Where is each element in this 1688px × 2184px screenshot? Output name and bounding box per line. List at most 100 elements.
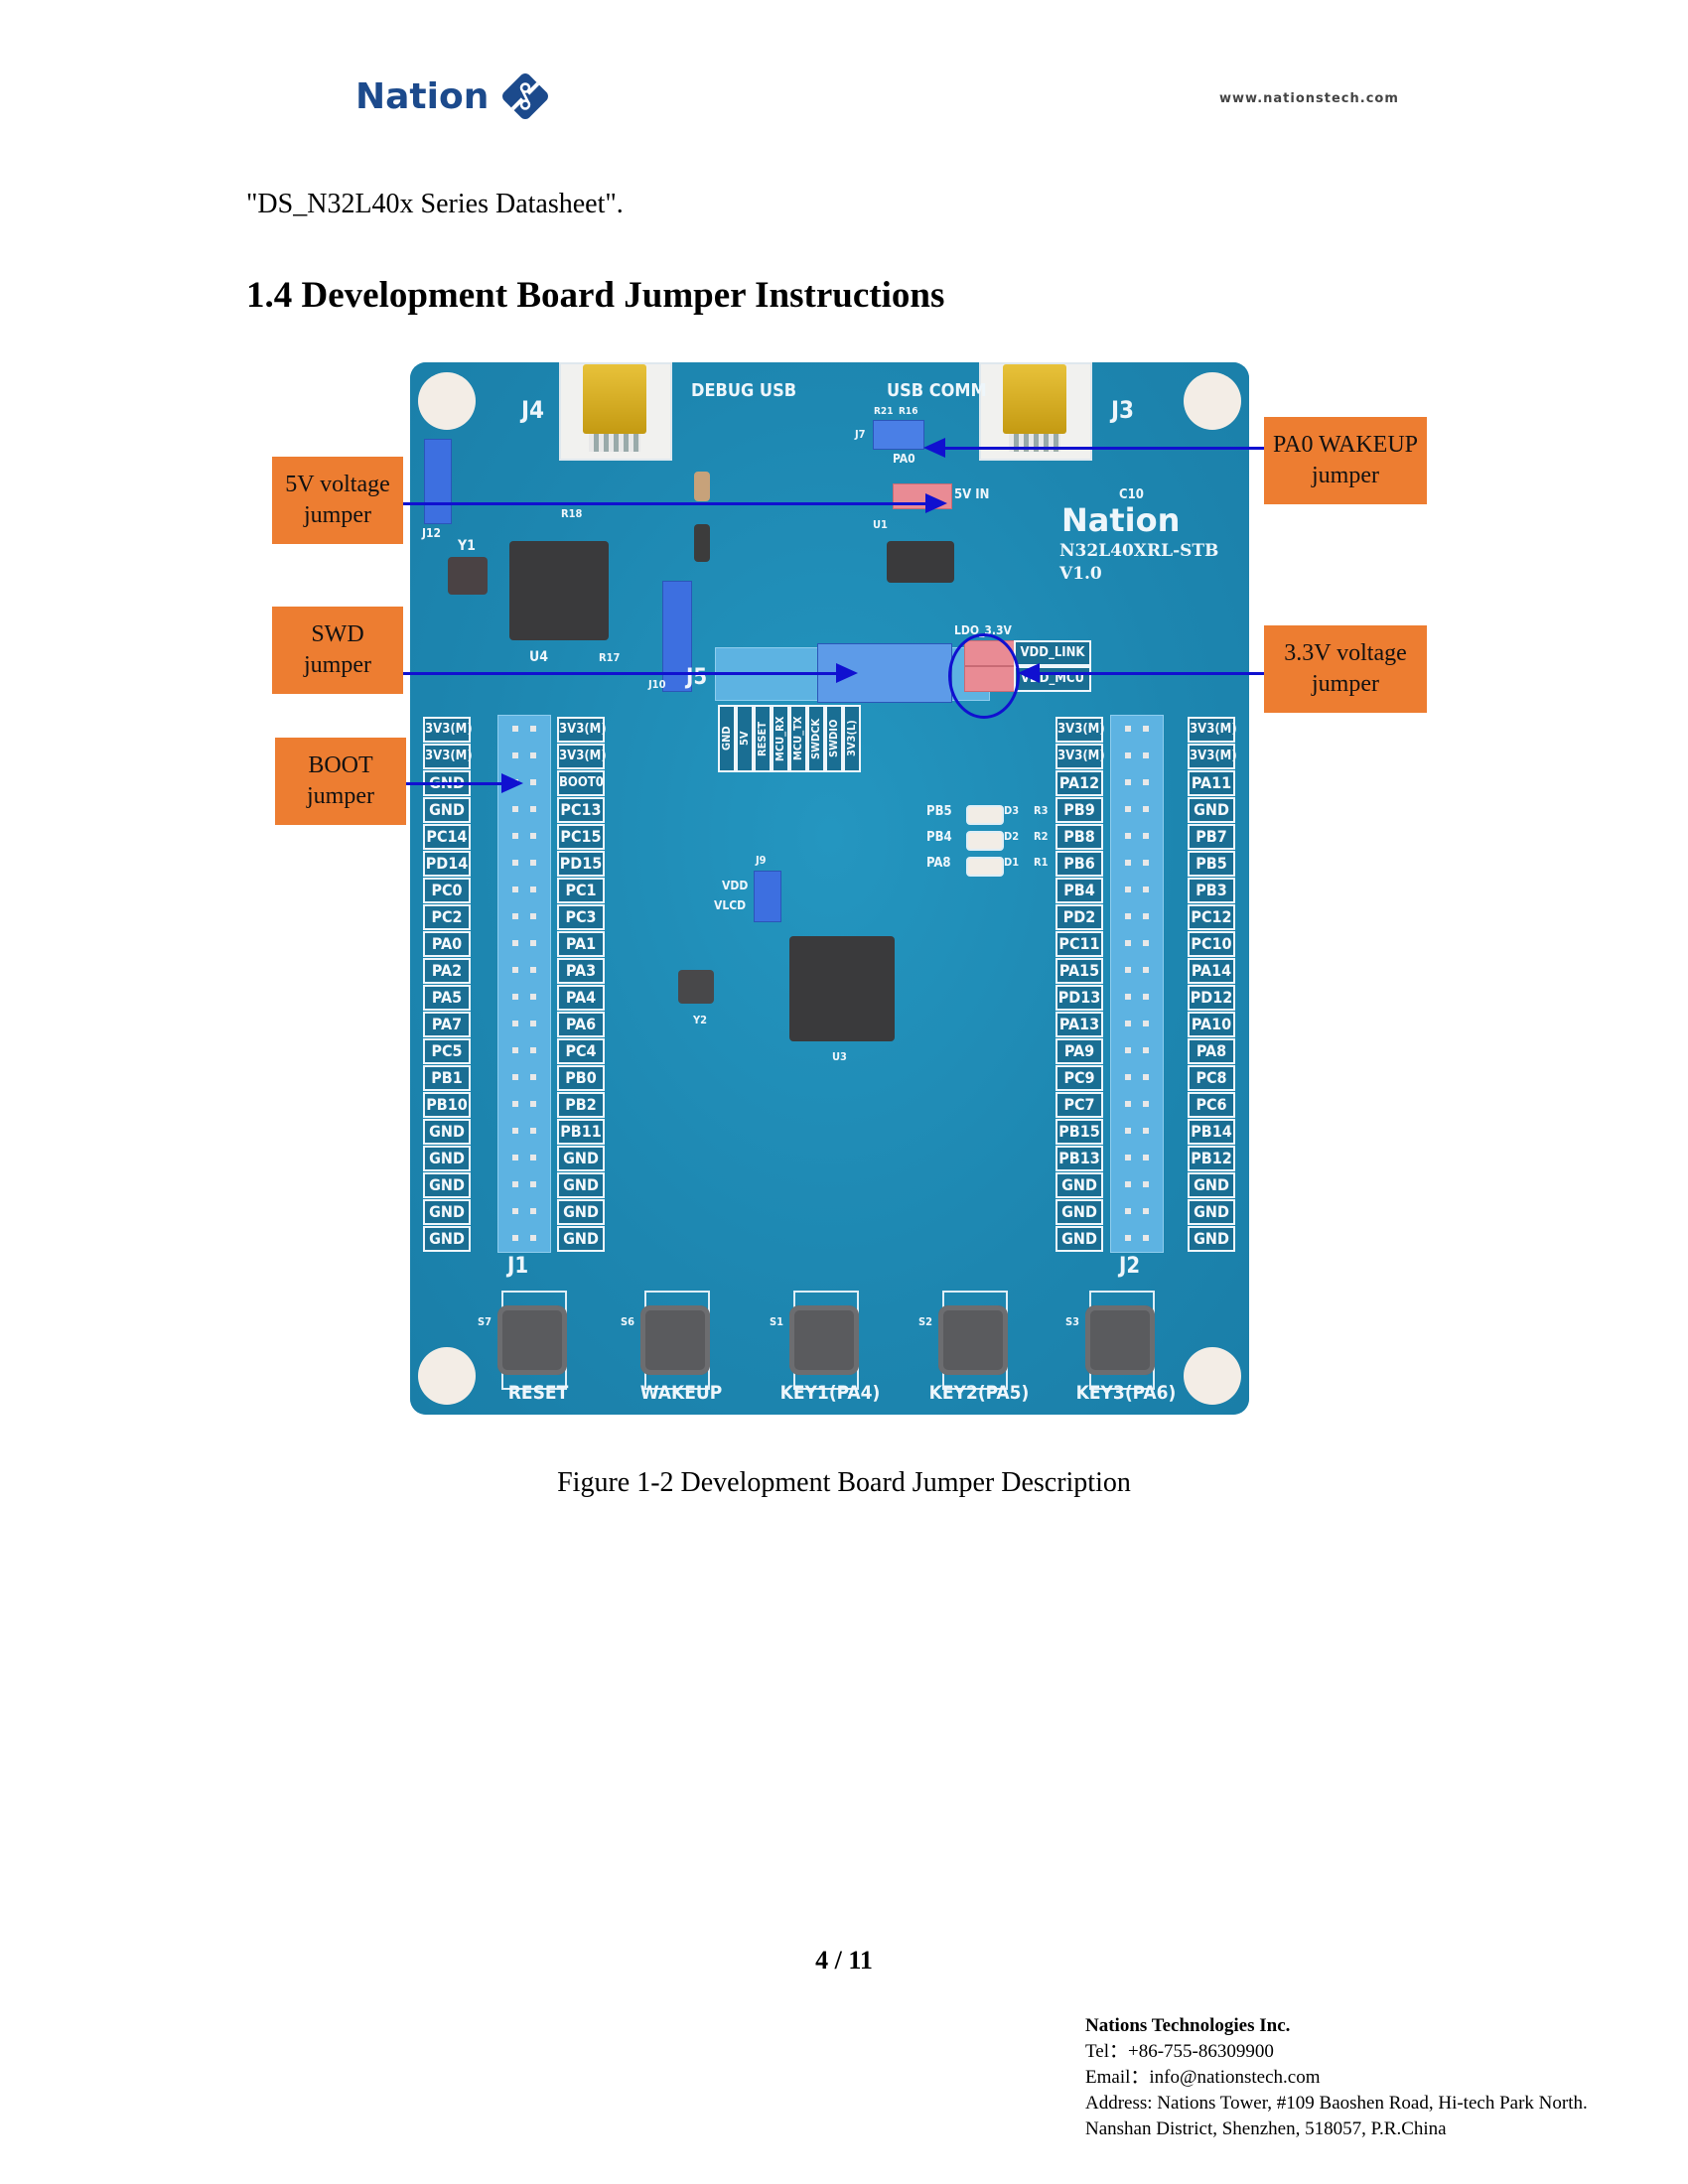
led-ref-label: D1 <box>1004 856 1020 869</box>
comm-usb-connector <box>979 362 1092 461</box>
y2-crystal <box>678 970 714 1004</box>
header-pin <box>1143 940 1149 946</box>
led-pin-label: PA8 <box>926 856 951 871</box>
header-pin <box>530 913 536 919</box>
button-ref-label: S3 <box>1065 1315 1080 1328</box>
mounting-hole <box>1184 1347 1241 1405</box>
pin-label: GND <box>423 1146 471 1171</box>
d5-diode <box>694 524 710 562</box>
header-pin <box>530 1074 536 1080</box>
header-pin <box>1125 860 1131 866</box>
r16-label: R16 <box>899 406 918 417</box>
header-pin <box>512 1208 518 1214</box>
pin-label: 3V3(M) <box>557 744 607 769</box>
c22-capacitor <box>694 472 710 501</box>
header-pin <box>1143 1047 1149 1053</box>
header-pin <box>512 1235 518 1241</box>
header-pin <box>512 806 518 812</box>
header-pin <box>1125 1181 1131 1187</box>
page-number: 4 / 11 <box>815 1946 873 1975</box>
j2-label: J2 <box>1119 1254 1141 1279</box>
board-brand: Nation <box>1061 501 1181 539</box>
header-pin <box>1143 1074 1149 1080</box>
header-pin <box>512 994 518 1000</box>
pin-label: PA7 <box>423 1012 471 1037</box>
pin-label: PB6 <box>1055 851 1103 877</box>
u3-label: U3 <box>832 1050 847 1063</box>
header-pin <box>512 726 518 732</box>
tactile-button-key3-pa6[interactable] <box>1085 1305 1155 1375</box>
header-pin <box>1125 752 1131 758</box>
led-ref-label: D2 <box>1004 830 1020 843</box>
callout-line: SWD <box>311 621 364 647</box>
tactile-button-wakeup[interactable] <box>640 1305 710 1375</box>
pin-label: 3V3(M) <box>1055 744 1105 769</box>
j12-label: J12 <box>422 526 442 540</box>
board-model: N32L40XRL-STB <box>1059 541 1219 561</box>
j5-pin-label: GND <box>718 705 736 772</box>
tactile-button-key1-pa4[interactable] <box>789 1305 859 1375</box>
pin-label: PA6 <box>557 1012 605 1037</box>
pin-label: PA9 <box>1055 1038 1103 1064</box>
arrow-boot-line <box>406 782 505 785</box>
header-pin <box>512 1181 518 1187</box>
pin-label: PC6 <box>1188 1092 1235 1118</box>
button-ref-label: S2 <box>918 1315 933 1328</box>
u4-label: U4 <box>529 649 548 665</box>
j7-pa0-wakeup-jumper <box>873 420 924 450</box>
footer-address-line2: Nanshan District, Shenzhen, 518057, P.R.… <box>1085 2118 1447 2139</box>
header-pin <box>1125 1128 1131 1134</box>
j5-pin-label: SWDIO <box>825 705 843 772</box>
resistor-ref-label: R3 <box>1034 804 1049 817</box>
pin-label: 3V3(M) <box>1188 717 1237 743</box>
callout-line: jumper <box>304 502 371 528</box>
header-pin <box>1125 994 1131 1000</box>
header-pin <box>1143 833 1149 839</box>
r18-label: R18 <box>561 507 583 520</box>
j5-pin-label: MCU_TX <box>789 705 807 772</box>
pin-label: GND <box>423 797 471 823</box>
y2-label: Y2 <box>693 1014 708 1026</box>
callout-line: BOOT <box>308 752 373 778</box>
header-pin <box>1143 806 1149 812</box>
callout-swd-jumper: SWD jumper <box>272 607 403 694</box>
pin-label: PB10 <box>423 1092 471 1118</box>
header-pin <box>530 860 536 866</box>
j2-header <box>1110 715 1164 1253</box>
header-pin <box>530 726 536 732</box>
pin-label: PB14 <box>1188 1119 1235 1145</box>
mounting-hole <box>418 1347 476 1405</box>
arrow-3v3-head <box>1018 663 1040 683</box>
mounting-hole <box>1184 372 1241 430</box>
pin-label: PB11 <box>557 1119 605 1145</box>
header-pin <box>1143 913 1149 919</box>
pin-label: GND <box>1188 1226 1235 1252</box>
header-pin <box>512 1155 518 1160</box>
header-pin <box>1125 1101 1131 1107</box>
debug-usb-label: DEBUG USB <box>691 380 797 401</box>
u3-mcu-chip <box>789 936 895 1041</box>
pin-label: GND <box>1188 797 1235 823</box>
footer-company: Nations Technologies Inc. <box>1085 2015 1291 2036</box>
tactile-button-reset[interactable] <box>497 1305 567 1375</box>
header-pin <box>1125 1047 1131 1053</box>
button-label: WAKEUP <box>639 1382 723 1404</box>
header-pin <box>1125 833 1131 839</box>
pin-label: PA0 <box>423 931 471 957</box>
header-pin <box>1125 1235 1131 1241</box>
header-pin <box>512 833 518 839</box>
header-pin <box>530 967 536 973</box>
arrow-swd-head <box>836 663 858 683</box>
pin-label: PA4 <box>557 985 605 1011</box>
header-pin <box>512 860 518 866</box>
header-pin <box>1125 887 1131 892</box>
button-label: RESET <box>507 1382 569 1404</box>
header-pin <box>530 752 536 758</box>
logo-wordmark: Nation <box>355 75 490 117</box>
pin-label: PC14 <box>423 824 471 850</box>
j7-label: J7 <box>855 428 866 441</box>
pin-label: PA11 <box>1188 770 1235 796</box>
tactile-button-key2-pa5[interactable] <box>938 1305 1008 1375</box>
header-pin <box>1143 860 1149 866</box>
header-pin <box>530 1047 536 1053</box>
